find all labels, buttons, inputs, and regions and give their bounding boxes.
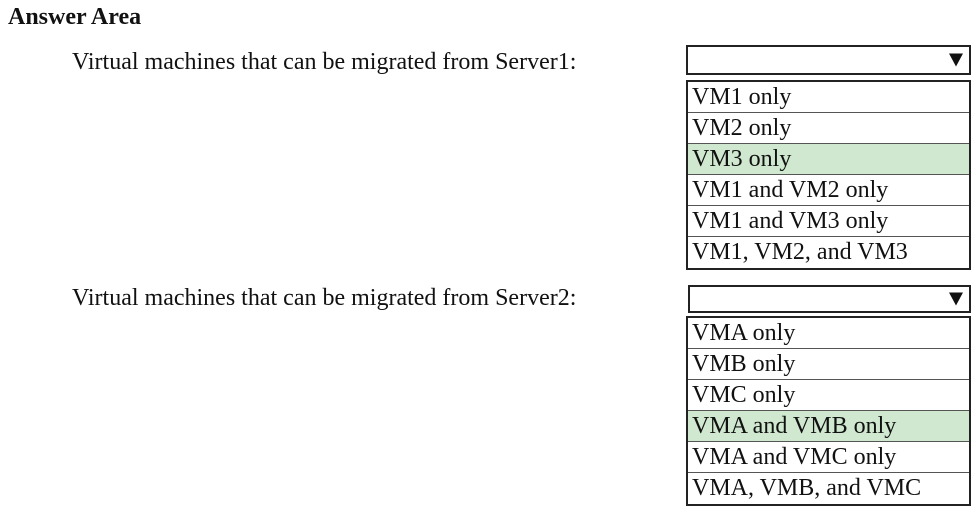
server1-option-vm1-only[interactable]: VM1 only (688, 82, 969, 113)
answer-area-title: Answer Area (8, 4, 142, 30)
server1-options-list: VM1 only VM2 only VM3 only VM1 and VM2 o… (686, 80, 971, 270)
chevron-down-icon[interactable] (949, 292, 963, 306)
server1-option-vm2-only[interactable]: VM2 only (688, 113, 969, 144)
server2-option-vmc-only[interactable]: VMC only (688, 380, 969, 411)
server1-option-vm1-vm2-vm3[interactable]: VM1, VM2, and VM3 (692, 239, 908, 265)
server1-dropdown[interactable] (686, 45, 971, 75)
server2-option-vmb-only[interactable]: VMB only (688, 349, 969, 380)
server2-dropdown[interactable] (688, 285, 971, 313)
chevron-down-icon[interactable] (949, 53, 963, 67)
server2-option-vma-vmc-only[interactable]: VMA and VMC only (688, 442, 969, 473)
question-1-label: Virtual machines that can be migrated fr… (72, 49, 577, 75)
server2-option-vma-only[interactable]: VMA only (688, 318, 969, 349)
server2-option-vma-vmb-vmc[interactable]: VMA, VMB, and VMC (692, 475, 922, 501)
question-2-label: Virtual machines that can be migrated fr… (72, 285, 577, 311)
server1-option-vm1-vm3-only[interactable]: VM1 and VM3 only (688, 206, 969, 237)
server1-option-vm1-vm2-only[interactable]: VM1 and VM2 only (688, 175, 969, 206)
server2-options-list: VMA only VMB only VMC only VMA and VMB o… (686, 316, 971, 506)
server2-option-vma-vmb-only[interactable]: VMA and VMB only (688, 411, 969, 442)
server1-option-vm3-only[interactable]: VM3 only (688, 144, 969, 175)
